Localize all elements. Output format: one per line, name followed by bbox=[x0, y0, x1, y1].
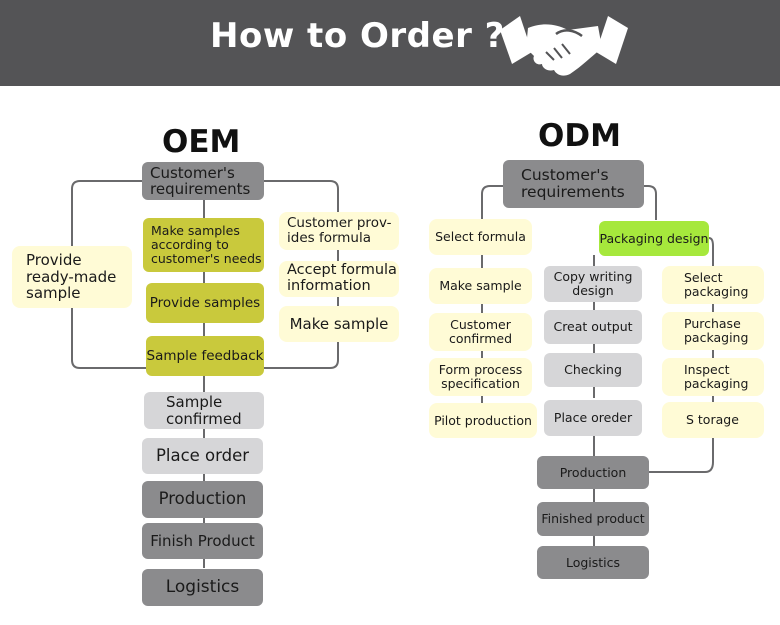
odm-pilot-production: Pilot production bbox=[429, 403, 537, 438]
odm-form-process-specification: Form process specification bbox=[429, 358, 532, 396]
odm-checking: Checking bbox=[544, 353, 642, 387]
odm-logistics: Logistics bbox=[537, 546, 649, 579]
oem-provide-samples: Provide samples bbox=[146, 283, 264, 323]
oem-customer-provides-formula: Customer prov- ides formula bbox=[279, 212, 399, 250]
oem-make-sample: Make sample bbox=[279, 306, 399, 342]
oem-title: OEM bbox=[162, 124, 241, 160]
handshake-icon bbox=[500, 16, 628, 76]
oem-place-order: Place order bbox=[142, 438, 263, 474]
odm-inspect-packaging: Inspect packaging bbox=[662, 358, 764, 396]
odm-production: Production bbox=[537, 456, 649, 489]
odm-select-formula: Select formula bbox=[429, 219, 532, 255]
oem-sample-feedback: Sample feedback bbox=[146, 336, 264, 376]
header-banner: How to Order ? bbox=[0, 0, 780, 86]
oem-finish-product: Finish Product bbox=[142, 523, 263, 559]
odm-select-packaging: Select packaging bbox=[662, 266, 764, 304]
oem-production: Production bbox=[142, 481, 263, 518]
oem-logistics: Logistics bbox=[142, 569, 263, 606]
oem-provide-ready-made-sample: Provide ready-made sample bbox=[12, 246, 132, 308]
oem-customer-requirements: Customer's requirements bbox=[142, 162, 264, 200]
oem-sample-confirmed: Sample confirmed bbox=[144, 392, 264, 429]
page-title: How to Order ? bbox=[210, 16, 505, 56]
odm-title: ODM bbox=[538, 118, 621, 154]
odm-customer-requirements: Customer's requirements bbox=[503, 160, 644, 208]
odm-purchase-packaging: Purchase packaging bbox=[662, 312, 764, 350]
odm-customer-confirmed: Customer confirmed bbox=[429, 313, 532, 351]
odm-finished-product: Finished product bbox=[537, 502, 649, 536]
odm-make-sample: Make sample bbox=[429, 268, 532, 304]
odm-storage: S torage bbox=[662, 402, 764, 438]
oem-accept-formula-information: Accept formula information bbox=[279, 261, 399, 297]
odm-place-oreder: Place oreder bbox=[544, 400, 642, 436]
odm-copy-writing-design: Copy writing design bbox=[544, 266, 642, 302]
odm-packaging-design: Packaging design bbox=[599, 221, 709, 256]
oem-make-samples: Make samples according to customer's nee… bbox=[143, 218, 264, 272]
odm-creat-output: Creat output bbox=[544, 310, 642, 344]
